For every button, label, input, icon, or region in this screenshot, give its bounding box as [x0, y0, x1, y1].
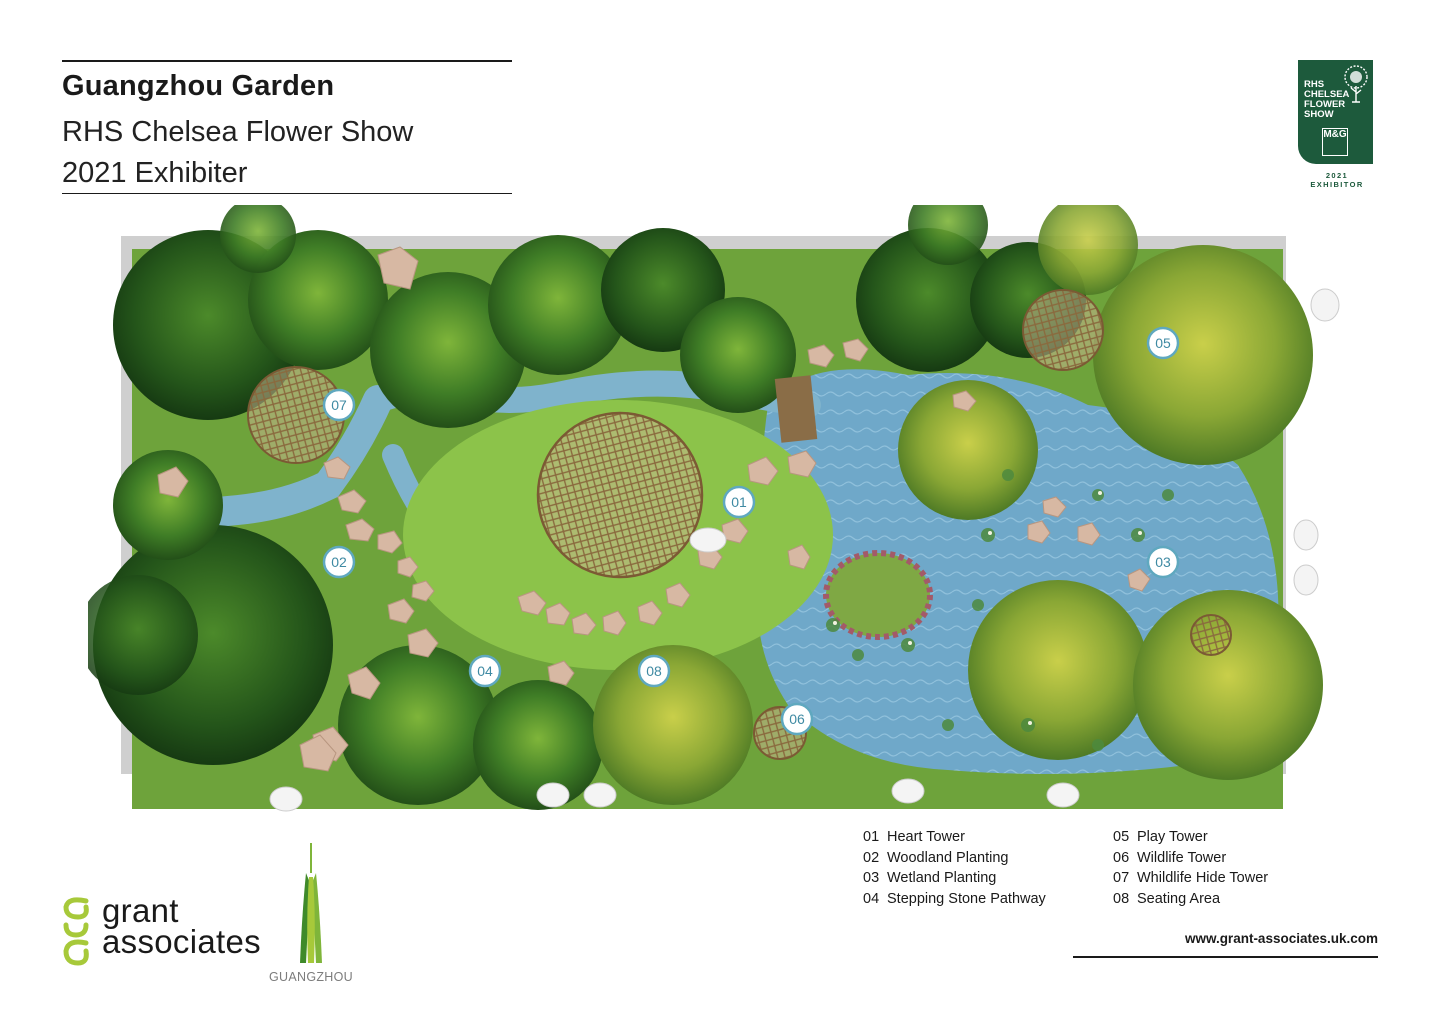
grant-associates-wordmark: grant associates: [102, 892, 261, 960]
marker-07-label: 07: [331, 397, 347, 413]
marker-08-label: 08: [646, 663, 662, 679]
marker-02[interactable]: 02: [322, 545, 356, 579]
subtitle-line-1: RHS Chelsea Flower Show: [62, 116, 414, 148]
garden-plan-illustration: 01 02 03 04 05 06: [78, 185, 1340, 812]
canton-tower-icon: [300, 843, 322, 963]
grant-associates-logo-mark: [63, 897, 89, 966]
header-top-rule: [62, 60, 512, 62]
marker-08[interactable]: 08: [637, 654, 671, 688]
marker-06[interactable]: 06: [780, 702, 814, 736]
subtitle-line-2: 2021 Exhibiter: [62, 157, 248, 189]
page-title: Guangzhou Garden: [62, 70, 335, 102]
marker-04[interactable]: 04: [468, 654, 502, 688]
garden-plan: 01 02 03 04 05 06: [78, 185, 1350, 830]
marker-05-label: 05: [1155, 335, 1171, 351]
marker-05[interactable]: 05: [1146, 326, 1180, 360]
marker-01-label: 01: [731, 494, 747, 510]
marker-03[interactable]: 03: [1146, 545, 1180, 579]
plan-markers: 01 02 03 04 05 06: [322, 326, 1180, 736]
marker-04-label: 04: [477, 663, 493, 679]
footer-rule: [1073, 956, 1378, 958]
marker-07[interactable]: 07: [322, 388, 356, 422]
marker-02-label: 02: [331, 554, 347, 570]
guangzhou-wordmark: GUANGZHOU: [269, 970, 353, 984]
badge-caption: 2021 EXHIBITOR: [1310, 171, 1364, 189]
badge-text: RHS CHELSEA FLOWER SHOW: [1304, 79, 1350, 120]
tree-icon: [1344, 65, 1368, 103]
rhs-chelsea-badge: RHS CHELSEA FLOWER SHOW M&G: [1298, 60, 1373, 164]
sponsor-mark: M&G: [1322, 128, 1348, 156]
marker-06-label: 06: [789, 711, 805, 727]
marker-03-label: 03: [1155, 554, 1171, 570]
header-bottom-rule: [62, 193, 512, 194]
marker-01[interactable]: 01: [722, 485, 756, 519]
website-link[interactable]: www.grant-associates.uk.com: [1184, 931, 1378, 946]
